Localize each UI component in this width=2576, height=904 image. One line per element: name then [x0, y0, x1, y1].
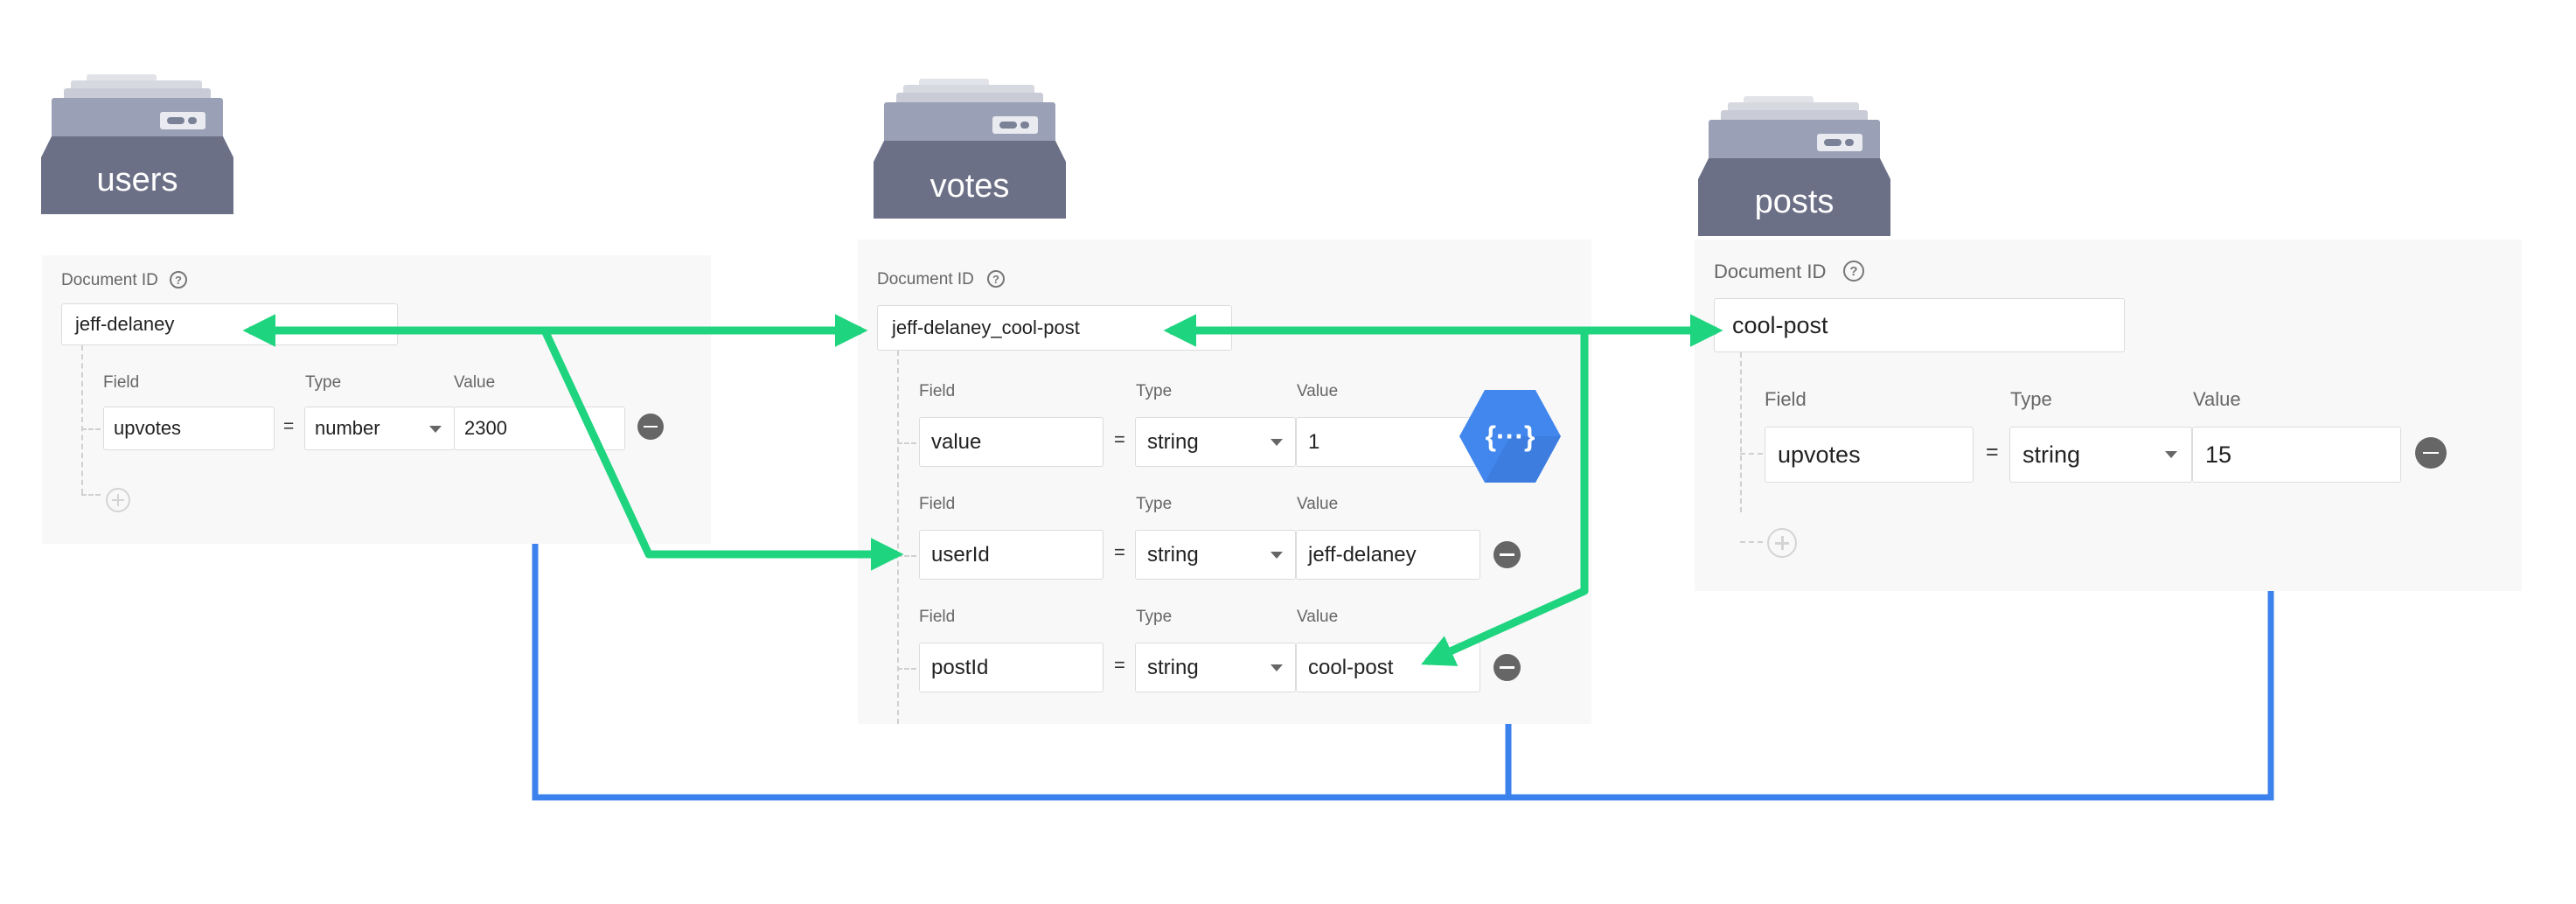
remove-field-icon[interactable] [1493, 541, 1521, 568]
field-label: Field [919, 495, 956, 513]
document-id-label: Document ID [1714, 261, 1827, 282]
value-label: Value [2193, 388, 2241, 410]
value-label: Value [454, 373, 496, 392]
remove-field-icon[interactable] [1493, 654, 1521, 681]
help-icon[interactable]: ? [987, 270, 1005, 288]
chevron-down-icon [429, 426, 442, 433]
type-select-value: string [1147, 429, 1199, 454]
users-field-name-input[interactable]: upvotes [103, 407, 275, 450]
votes-field-value-input[interactable]: cool-post [1296, 643, 1480, 692]
value-label: Value [1297, 382, 1339, 400]
document-id-label: Document ID [61, 271, 158, 289]
votes-field-type-select[interactable]: string [1135, 643, 1296, 692]
users-field-type-select[interactable]: number [304, 407, 455, 450]
add-field-icon[interactable] [106, 488, 130, 512]
users-collection-name: users [96, 162, 178, 198]
votes-field-type-select[interactable]: string [1135, 530, 1296, 580]
type-label: Type [1136, 495, 1173, 513]
type-select-value: number [315, 417, 380, 439]
function-glyph: {···} [1486, 421, 1535, 452]
posts-collection-icon [1698, 94, 1890, 239]
users-collection-icon [41, 72, 233, 217]
field-label: Field [919, 382, 956, 400]
users-document-panel: Document ID ? jeff-delaney Field Type Va… [42, 255, 711, 544]
type-label: Type [1136, 382, 1173, 400]
posts-field-type-select[interactable]: string [2009, 427, 2192, 483]
add-field-icon[interactable] [1767, 528, 1797, 558]
type-select-value: string [2023, 441, 2081, 468]
posts-collection-name: posts [1754, 184, 1835, 220]
votes-field-value-input[interactable]: jeff-delaney [1296, 530, 1480, 580]
users-document-id-input[interactable]: jeff-delaney [61, 303, 398, 345]
votes-field-name-input[interactable]: postId [919, 643, 1104, 692]
chevron-down-icon [1271, 439, 1283, 446]
chevron-down-icon [1271, 552, 1283, 559]
type-select-value: string [1147, 542, 1199, 567]
document-id-label: Document ID [877, 270, 974, 289]
votes-document-id-input[interactable]: jeff-delaney_cool-post [877, 305, 1232, 351]
posts-field-name-input[interactable]: upvotes [1765, 427, 1974, 483]
remove-field-icon[interactable] [2415, 437, 2447, 469]
posts-field-value-input[interactable]: 15 [2192, 427, 2401, 483]
votes-field-name-input[interactable]: userId [919, 530, 1104, 580]
type-label: Type [1136, 608, 1173, 626]
field-label: Field [919, 608, 956, 626]
chevron-down-icon [2165, 451, 2177, 458]
field-label: Field [1765, 388, 1807, 410]
chevron-down-icon [1271, 664, 1283, 671]
help-icon[interactable]: ? [170, 271, 187, 289]
value-label: Value [1297, 495, 1339, 513]
votes-field-name-input[interactable]: value [919, 417, 1104, 467]
votes-field-value-input[interactable]: 1 [1296, 417, 1480, 467]
users-field-value-input[interactable]: 2300 [454, 407, 625, 450]
votes-collection-icon [874, 76, 1066, 221]
value-label: Value [1297, 608, 1339, 626]
cloud-functions-icon: {···} [1459, 388, 1562, 484]
votes-field-type-select[interactable]: string [1135, 417, 1296, 467]
votes-collection-name: votes [929, 168, 1010, 205]
posts-document-panel: Document ID ? cool-post Field Type Value… [1695, 240, 2522, 591]
help-icon[interactable]: ? [1843, 261, 1864, 282]
type-label: Type [305, 373, 342, 392]
type-label: Type [2010, 388, 2052, 410]
field-label: Field [103, 373, 140, 392]
remove-field-icon[interactable] [637, 414, 664, 440]
type-select-value: string [1147, 655, 1199, 679]
posts-document-id-input[interactable]: cool-post [1714, 298, 2125, 352]
